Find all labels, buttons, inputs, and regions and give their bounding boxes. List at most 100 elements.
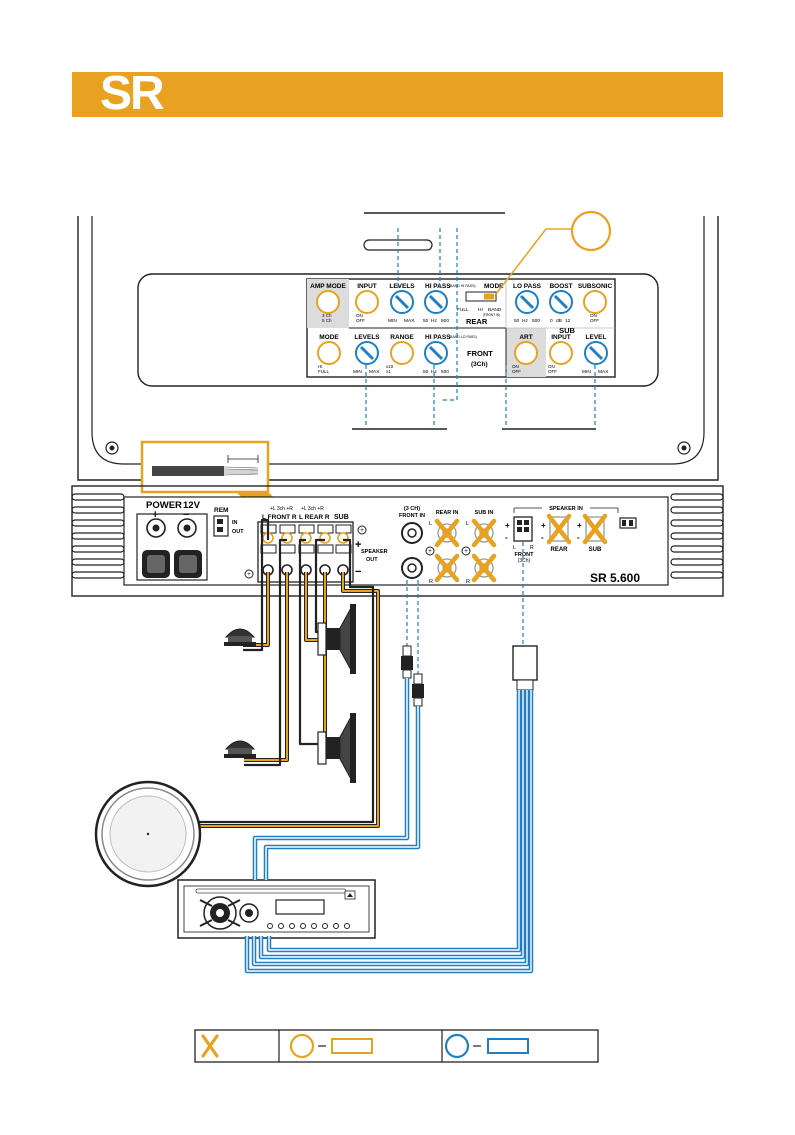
levels-front-label: LEVELS [354,334,380,341]
lopass-label: LO PASS [513,283,542,290]
speaker-harness [244,542,538,974]
rca-inputs: (3 CH) FRONT IN REAR IN SUB IN L R L R +… [399,506,497,585]
svg-text:-: - [541,533,544,542]
legend-blue-circle-icon [444,1033,470,1059]
rem-in-label: IN [232,520,238,526]
rear-small-label: +L 3ch +R [301,506,324,512]
level-sub-max: MAX [598,369,609,375]
amp-mode-label: AMP MODE [310,283,346,290]
lopass-unit: Hz [522,318,528,324]
row1-controls: AMP MODE 3 Ch 5 Ch INPUT ON OFF LEVELS M… [310,283,612,335]
levels-front-min: MIN [353,369,362,375]
boost-max: 12 [565,318,571,324]
rear-in-r-rca [437,558,457,578]
subsonic-label: SUBSONIC [578,283,613,290]
mode-rear-opt4: (FRONT IN) [483,313,500,317]
front-in-sub-label: (3 CH) [404,506,420,512]
hipass-front-label: HI PASS [425,334,451,341]
spk-in-l-label: L [513,545,516,551]
boost-label: BOOST [549,283,572,290]
callout [495,210,612,295]
sub-in-l-label: L [466,521,469,527]
lopass-max: 500 [532,318,540,324]
speaker-in-front-sub-label: (3Ch) [518,558,531,564]
art-switch[interactable] [514,341,538,365]
mode-rear-opt2: HI [478,307,483,313]
head-unit [177,879,376,939]
mode-rear-slider[interactable] [465,291,497,302]
hipass-rear-max: 500 [441,318,449,324]
speaker-out-label: SPEAKER [361,549,388,555]
mode-front-opt2: FULL [318,369,330,374]
legend-x-icon [201,1034,219,1058]
amp-mode-switch[interactable] [316,290,340,314]
power-minus-label: − [183,509,189,521]
subsonic-switch[interactable] [583,290,607,314]
speaker-in-front-connector[interactable] [513,516,533,542]
rem-label: REM [214,507,228,514]
speaker-in-label: SPEAKER IN [549,506,583,512]
range-switch[interactable] [390,341,414,365]
speaker-magnet-icon [326,737,340,759]
display-icon [275,899,325,915]
rear-in-l-label: L [429,521,432,527]
speaker-in-sub-label: SUB [589,547,602,553]
lopass-min: 50 [514,318,520,324]
input-rear-switch[interactable] [355,290,379,314]
input-sub-label: INPUT [551,334,571,341]
input-sub-switch[interactable] [549,341,573,365]
range-label: RANGE [390,334,414,341]
midrange-speaker-r [317,713,356,783]
legend-blue-rect-icon [487,1038,529,1054]
speaker-in-block: SPEAKER IN + - L R FRONT (3Ch) + - REAR … [505,506,640,585]
cd-slot-icon [195,888,347,894]
sub-out-label: SUB [334,514,349,521]
voltage-label: 12V [183,500,201,511]
boost-min: 0 [550,318,553,324]
sub-in-r-rca [474,558,494,578]
hipass-rear-unit: Hz [431,318,437,324]
input-rear-opt2: OFF [356,318,365,323]
model-label: SR 5.600 [590,571,640,585]
screw-icon [105,441,119,455]
rear-in-l-rca [437,523,457,543]
svg-text:+: + [428,549,432,555]
mode-front-label: MODE [319,334,339,341]
legend [194,1029,599,1063]
hipass-front-max: 500 [441,369,449,375]
sub-plus-terminal[interactable] [337,532,349,544]
speaker-magnet-icon [326,628,340,650]
rem-out-label: OUT [232,529,244,535]
dashed-leaders [365,228,596,428]
input-sub-opt1: ON [548,364,555,369]
rca-plug-r [412,673,424,707]
svg-text:-: - [505,533,508,542]
row2-controls: MODE HI FULL LEVELS MIN MAX RANGE x10 x1… [317,334,609,375]
hipass-front-sub: (BAND LO PASS) [449,335,477,339]
hipass-rear-sub: (BAND HI PASS) [449,284,476,288]
tweeter-front-l [224,628,256,646]
rca-plug-l [401,645,413,679]
aux-connector [619,517,637,529]
mode-rear-label: MODE [484,283,504,290]
power-label: POWER [146,500,182,511]
rear-l-plus-terminal[interactable] [300,532,312,544]
mode-front-switch[interactable] [317,341,341,365]
tweeter-icon [224,628,256,638]
rear-out-label: L REAR R [299,514,330,521]
front-r-plus-terminal[interactable] [281,532,293,544]
subsonic-opt2: OFF [590,318,599,323]
input-sub-opt2: OFF [548,369,557,374]
subwoofer [94,780,202,888]
levels-front-max: MAX [369,369,380,375]
front-section-label: FRONT [467,349,493,358]
mode-rear-opt1: FULL [457,307,469,313]
hipass-rear-min: 50 [423,318,429,324]
rear-r-plus-terminal[interactable] [319,532,331,544]
svg-text:+: + [541,521,546,530]
svg-text:-: - [577,533,580,542]
rear-in-r-label: R [429,579,433,585]
input-rear-opt1: ON [356,313,363,318]
harness-connector-icon [512,645,538,681]
